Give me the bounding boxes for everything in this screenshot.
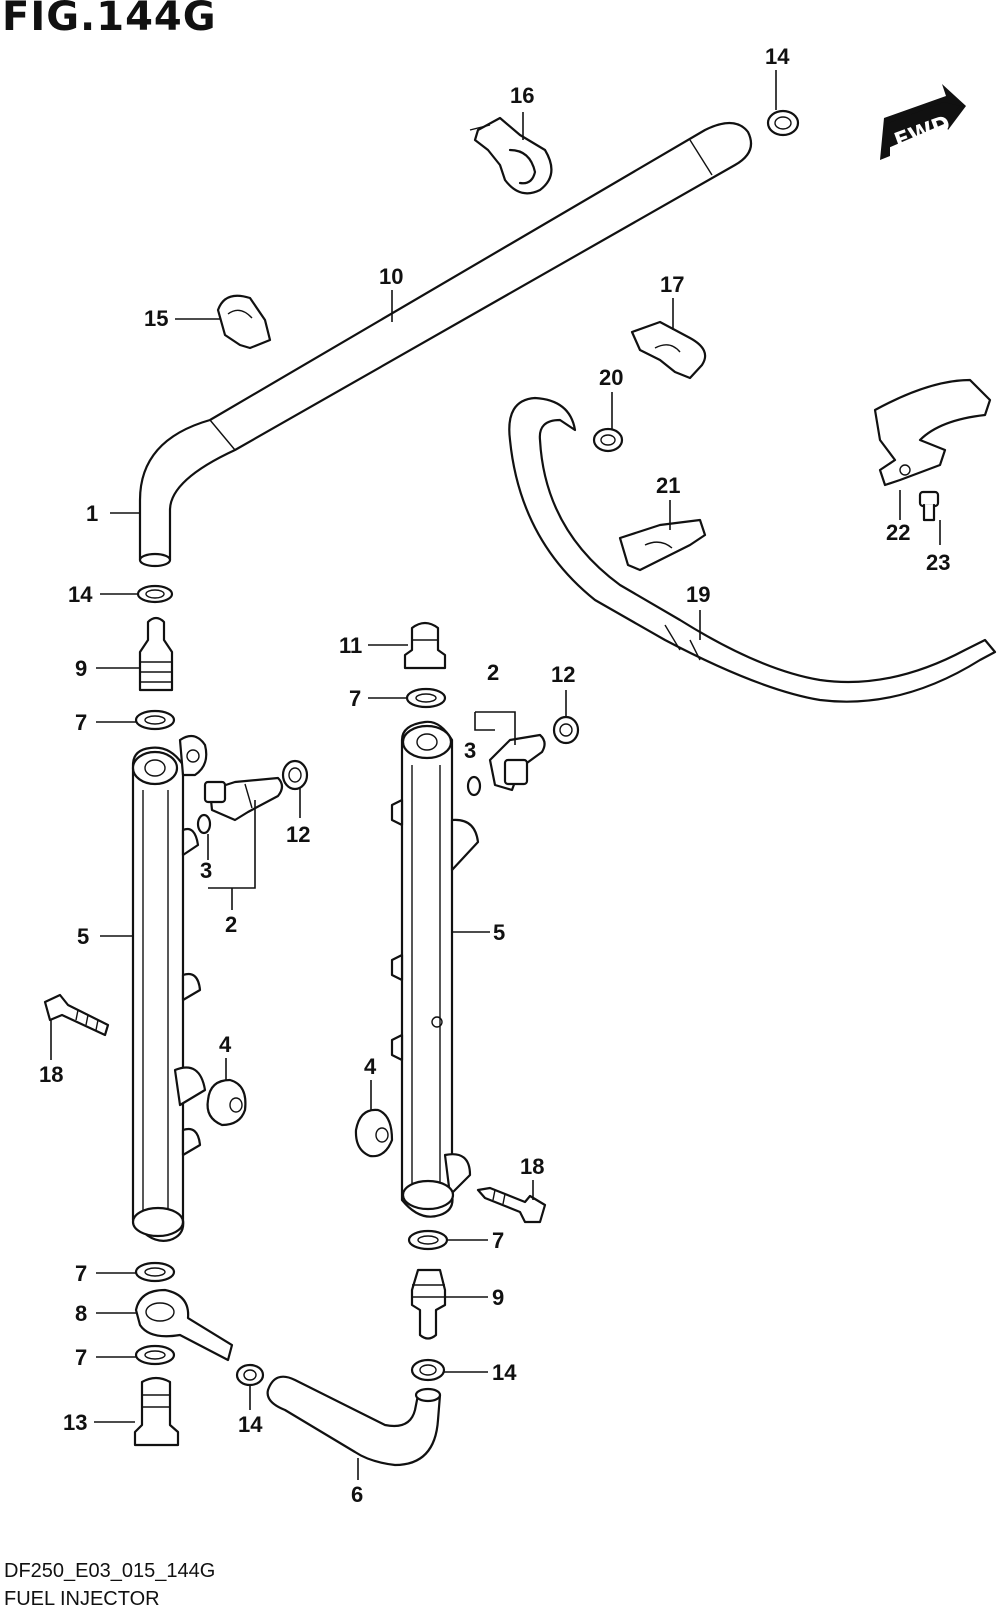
washer-part-7-bottom-right bbox=[407, 1229, 449, 1251]
callout-8: 8 bbox=[75, 1301, 87, 1326]
bolt-part-23 bbox=[918, 490, 940, 522]
washer-part-7-mid-left bbox=[134, 1261, 176, 1283]
callout-23: 23 bbox=[926, 550, 950, 575]
bracket-part-22 bbox=[873, 378, 992, 487]
injector-part-2-right bbox=[488, 733, 546, 792]
callout-20: 20 bbox=[599, 365, 623, 390]
callout-11: 11 bbox=[339, 633, 362, 658]
clamp-part-14-bottom-right bbox=[410, 1358, 446, 1382]
bolt-part-11 bbox=[403, 621, 447, 670]
callout-12: 12 bbox=[551, 662, 575, 687]
callout-21: 21 bbox=[656, 473, 680, 498]
callout-4: 4 bbox=[364, 1054, 377, 1079]
washer-part-7-top-right bbox=[405, 687, 447, 709]
callout-16: 16 bbox=[510, 83, 534, 108]
clamp-part-16 bbox=[469, 116, 553, 195]
callout-labels: 14 16 10 15 17 20 21 19 22 23 1 14 9 7 1… bbox=[39, 44, 950, 1507]
callout-14: 14 bbox=[765, 44, 790, 69]
callout-5: 5 bbox=[77, 924, 89, 949]
callout-12: 12 bbox=[286, 822, 310, 847]
callout-13: 13 bbox=[63, 1410, 87, 1435]
callout-3: 3 bbox=[200, 858, 212, 883]
leader-lines bbox=[50, 70, 941, 1480]
fwd-arrow-icon: FWD bbox=[880, 84, 966, 160]
callout-3: 3 bbox=[464, 738, 476, 763]
seal-part-12-right bbox=[552, 715, 580, 745]
callout-5: 5 bbox=[493, 920, 505, 945]
oring-part-3-left bbox=[196, 813, 212, 835]
callout-9: 9 bbox=[492, 1285, 504, 1310]
hose-part-6 bbox=[266, 1375, 442, 1467]
seal-part-12-left bbox=[281, 759, 309, 791]
callout-18: 18 bbox=[39, 1062, 63, 1087]
fitting-part-9-bottom bbox=[410, 1268, 447, 1340]
washer-part-7-low-left bbox=[134, 1344, 176, 1366]
callout-22: 22 bbox=[886, 520, 910, 545]
spacer-part-4-right bbox=[354, 1108, 394, 1158]
callout-9: 9 bbox=[75, 656, 87, 681]
callout-7: 7 bbox=[75, 1261, 87, 1286]
callout-17: 17 bbox=[660, 272, 684, 297]
bolt-part-13 bbox=[133, 1376, 180, 1447]
callout-14: 14 bbox=[238, 1412, 263, 1437]
figure-name: FUEL INJECTOR bbox=[4, 1588, 160, 1610]
banjo-part-8 bbox=[134, 1288, 234, 1362]
callout-4: 4 bbox=[219, 1032, 232, 1057]
clamp-part-14-bottom-left bbox=[235, 1363, 265, 1387]
fuel-rail-part-5-right bbox=[390, 720, 480, 1218]
washer-part-7-top-left bbox=[134, 709, 176, 731]
figure-title: FIG.144G bbox=[2, 0, 217, 40]
injector-part-2-left bbox=[203, 776, 284, 822]
clamp-part-20 bbox=[592, 427, 624, 453]
spacer-part-4-left bbox=[206, 1078, 247, 1127]
bolt-part-18-right bbox=[476, 1186, 547, 1224]
fuel-rail-part-5-left bbox=[131, 734, 208, 1242]
hose-part-1-10 bbox=[138, 121, 753, 568]
callout-14: 14 bbox=[68, 582, 93, 607]
callout-1: 1 bbox=[86, 501, 98, 526]
clamp-part-21 bbox=[618, 518, 707, 572]
callout-19: 19 bbox=[686, 582, 710, 607]
callout-14: 14 bbox=[492, 1360, 517, 1385]
callout-2: 2 bbox=[225, 912, 237, 937]
clamp-part-14-top bbox=[766, 109, 800, 137]
callout-7: 7 bbox=[349, 686, 361, 711]
callout-18: 18 bbox=[520, 1154, 544, 1179]
oring-part-3-right bbox=[466, 775, 482, 797]
clamp-part-15 bbox=[216, 294, 272, 350]
callout-7: 7 bbox=[492, 1228, 504, 1253]
clamp-part-17 bbox=[630, 320, 707, 380]
callout-10: 10 bbox=[379, 264, 403, 289]
callout-15: 15 bbox=[144, 306, 168, 331]
clamp-part-14-left bbox=[136, 584, 174, 604]
callout-6: 6 bbox=[351, 1482, 363, 1507]
callout-7: 7 bbox=[75, 1345, 87, 1370]
bolt-part-18-left bbox=[43, 993, 110, 1037]
callout-7: 7 bbox=[75, 710, 87, 735]
figure-code: DF250_E03_015_144G bbox=[4, 1560, 216, 1582]
hose-part-19 bbox=[508, 396, 997, 703]
callout-2: 2 bbox=[487, 660, 499, 685]
fitting-part-9-top bbox=[138, 616, 174, 692]
